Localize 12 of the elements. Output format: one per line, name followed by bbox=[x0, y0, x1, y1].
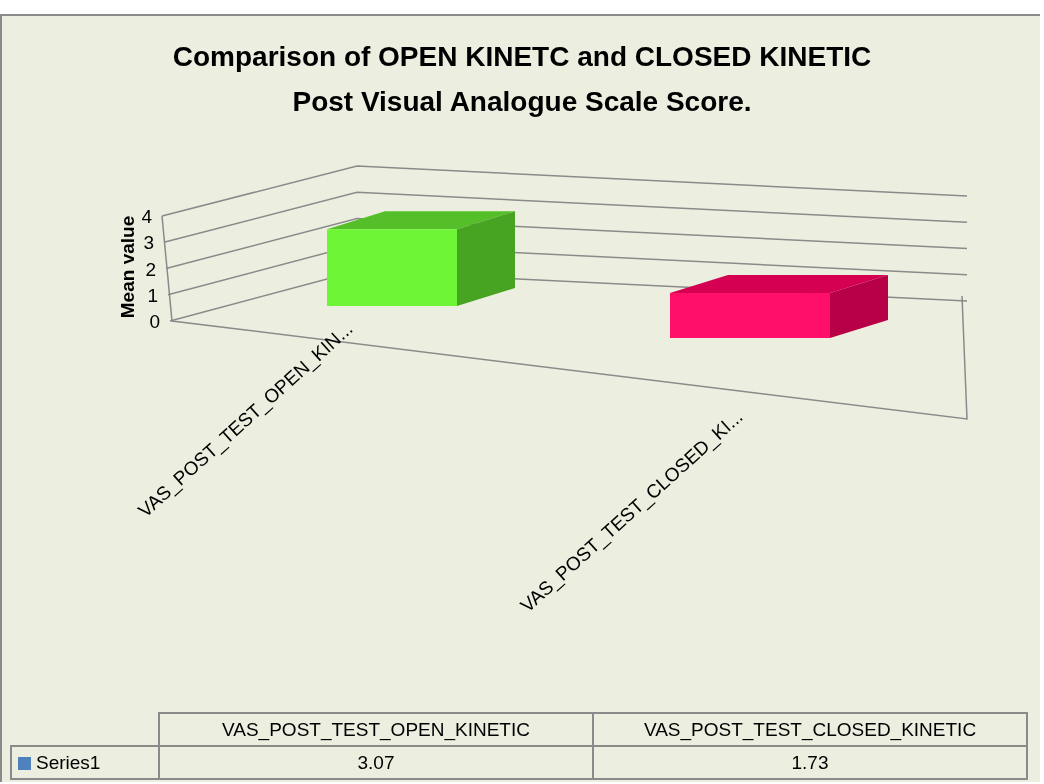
tick-label: 2 bbox=[145, 258, 156, 280]
tick-label: 3 bbox=[143, 232, 154, 254]
chart-title: Comparison of OPEN KINETC and CLOSED KINETIC Post Visual Analogue Scale Score. bbox=[171, 40, 873, 119]
table-header: VAS_POST_TEST_OPEN_KINETIC bbox=[222, 718, 530, 740]
table-value: 1.73 bbox=[791, 751, 829, 773]
table-value: 3.07 bbox=[357, 751, 395, 773]
table-header: VAS_POST_TEST_CLOSED_KINETIC bbox=[643, 718, 977, 740]
tick-label: 4 bbox=[141, 206, 152, 227]
legend-label: Series1 bbox=[36, 751, 101, 773]
tick-label: 0 bbox=[149, 311, 160, 332]
tick-label: 1 bbox=[147, 284, 158, 306]
axis-title: Mean value bbox=[117, 214, 139, 321]
